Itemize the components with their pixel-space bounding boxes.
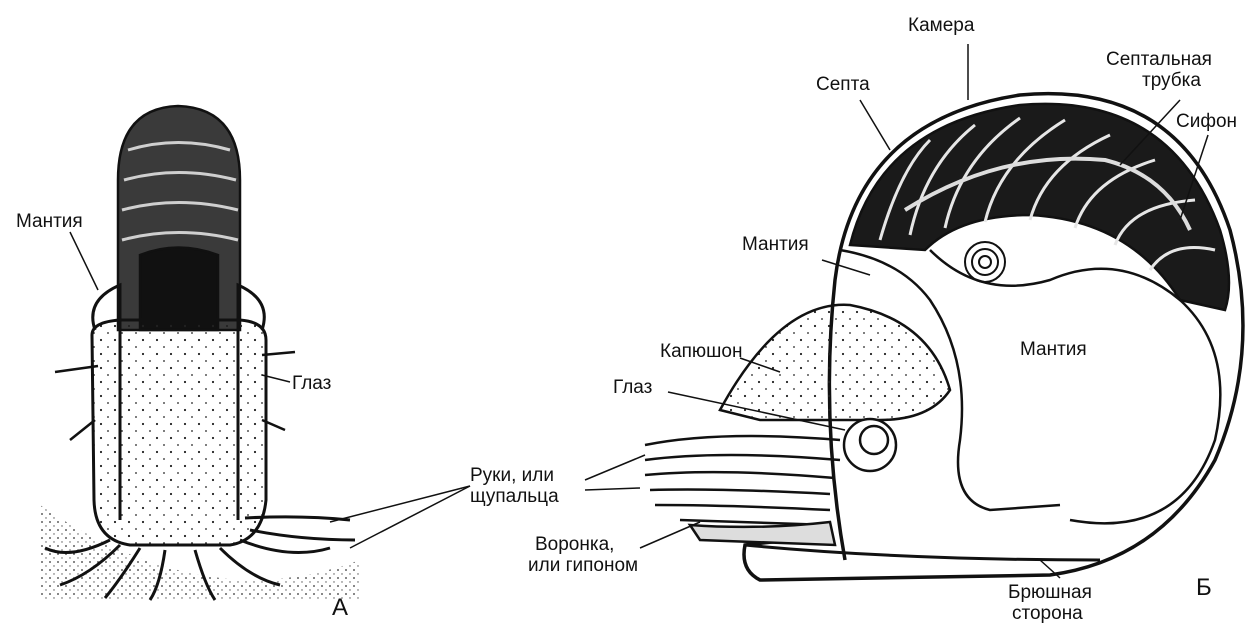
label-a-eye: Глаз xyxy=(292,374,331,394)
label-b-arms-line2: щупальца xyxy=(470,487,559,507)
label-b-mantle-outer: Мантия xyxy=(742,235,809,255)
arms xyxy=(645,436,840,525)
label-b-septum: Септа xyxy=(816,75,870,95)
label-b-siphon: Сифон xyxy=(1176,112,1237,132)
label-b-ventral-line2: сторона xyxy=(1012,604,1083,624)
label-b-arms-line1: Руки, или xyxy=(470,466,554,486)
label-b-chamber: Камера xyxy=(908,16,974,36)
label-b-hood: Капюшон xyxy=(660,342,742,362)
hood-front xyxy=(140,248,218,331)
figure-letter-b: Б xyxy=(1196,578,1212,598)
body-front xyxy=(92,320,266,545)
label-b-eye: Глаз xyxy=(613,378,652,398)
ventral-band xyxy=(745,545,1100,560)
umbilicus xyxy=(965,242,1005,282)
label-b-septal-tube-line1: Септальная xyxy=(1106,50,1212,70)
label-a-mantle: Мантия xyxy=(16,212,83,232)
figure-a-drawing xyxy=(40,106,360,600)
figure-b-drawing xyxy=(645,94,1243,580)
figure-letter-a: А xyxy=(332,598,348,618)
funnel xyxy=(690,522,835,545)
label-b-septal-tube-line2: трубка xyxy=(1142,71,1201,91)
label-b-funnel-line2: или гипоном xyxy=(528,556,638,576)
label-b-ventral-line1: Брюшная xyxy=(1008,583,1092,603)
label-b-funnel-line1: Воронка, xyxy=(535,535,614,555)
label-b-mantle-inner: Мантия xyxy=(1020,340,1087,360)
